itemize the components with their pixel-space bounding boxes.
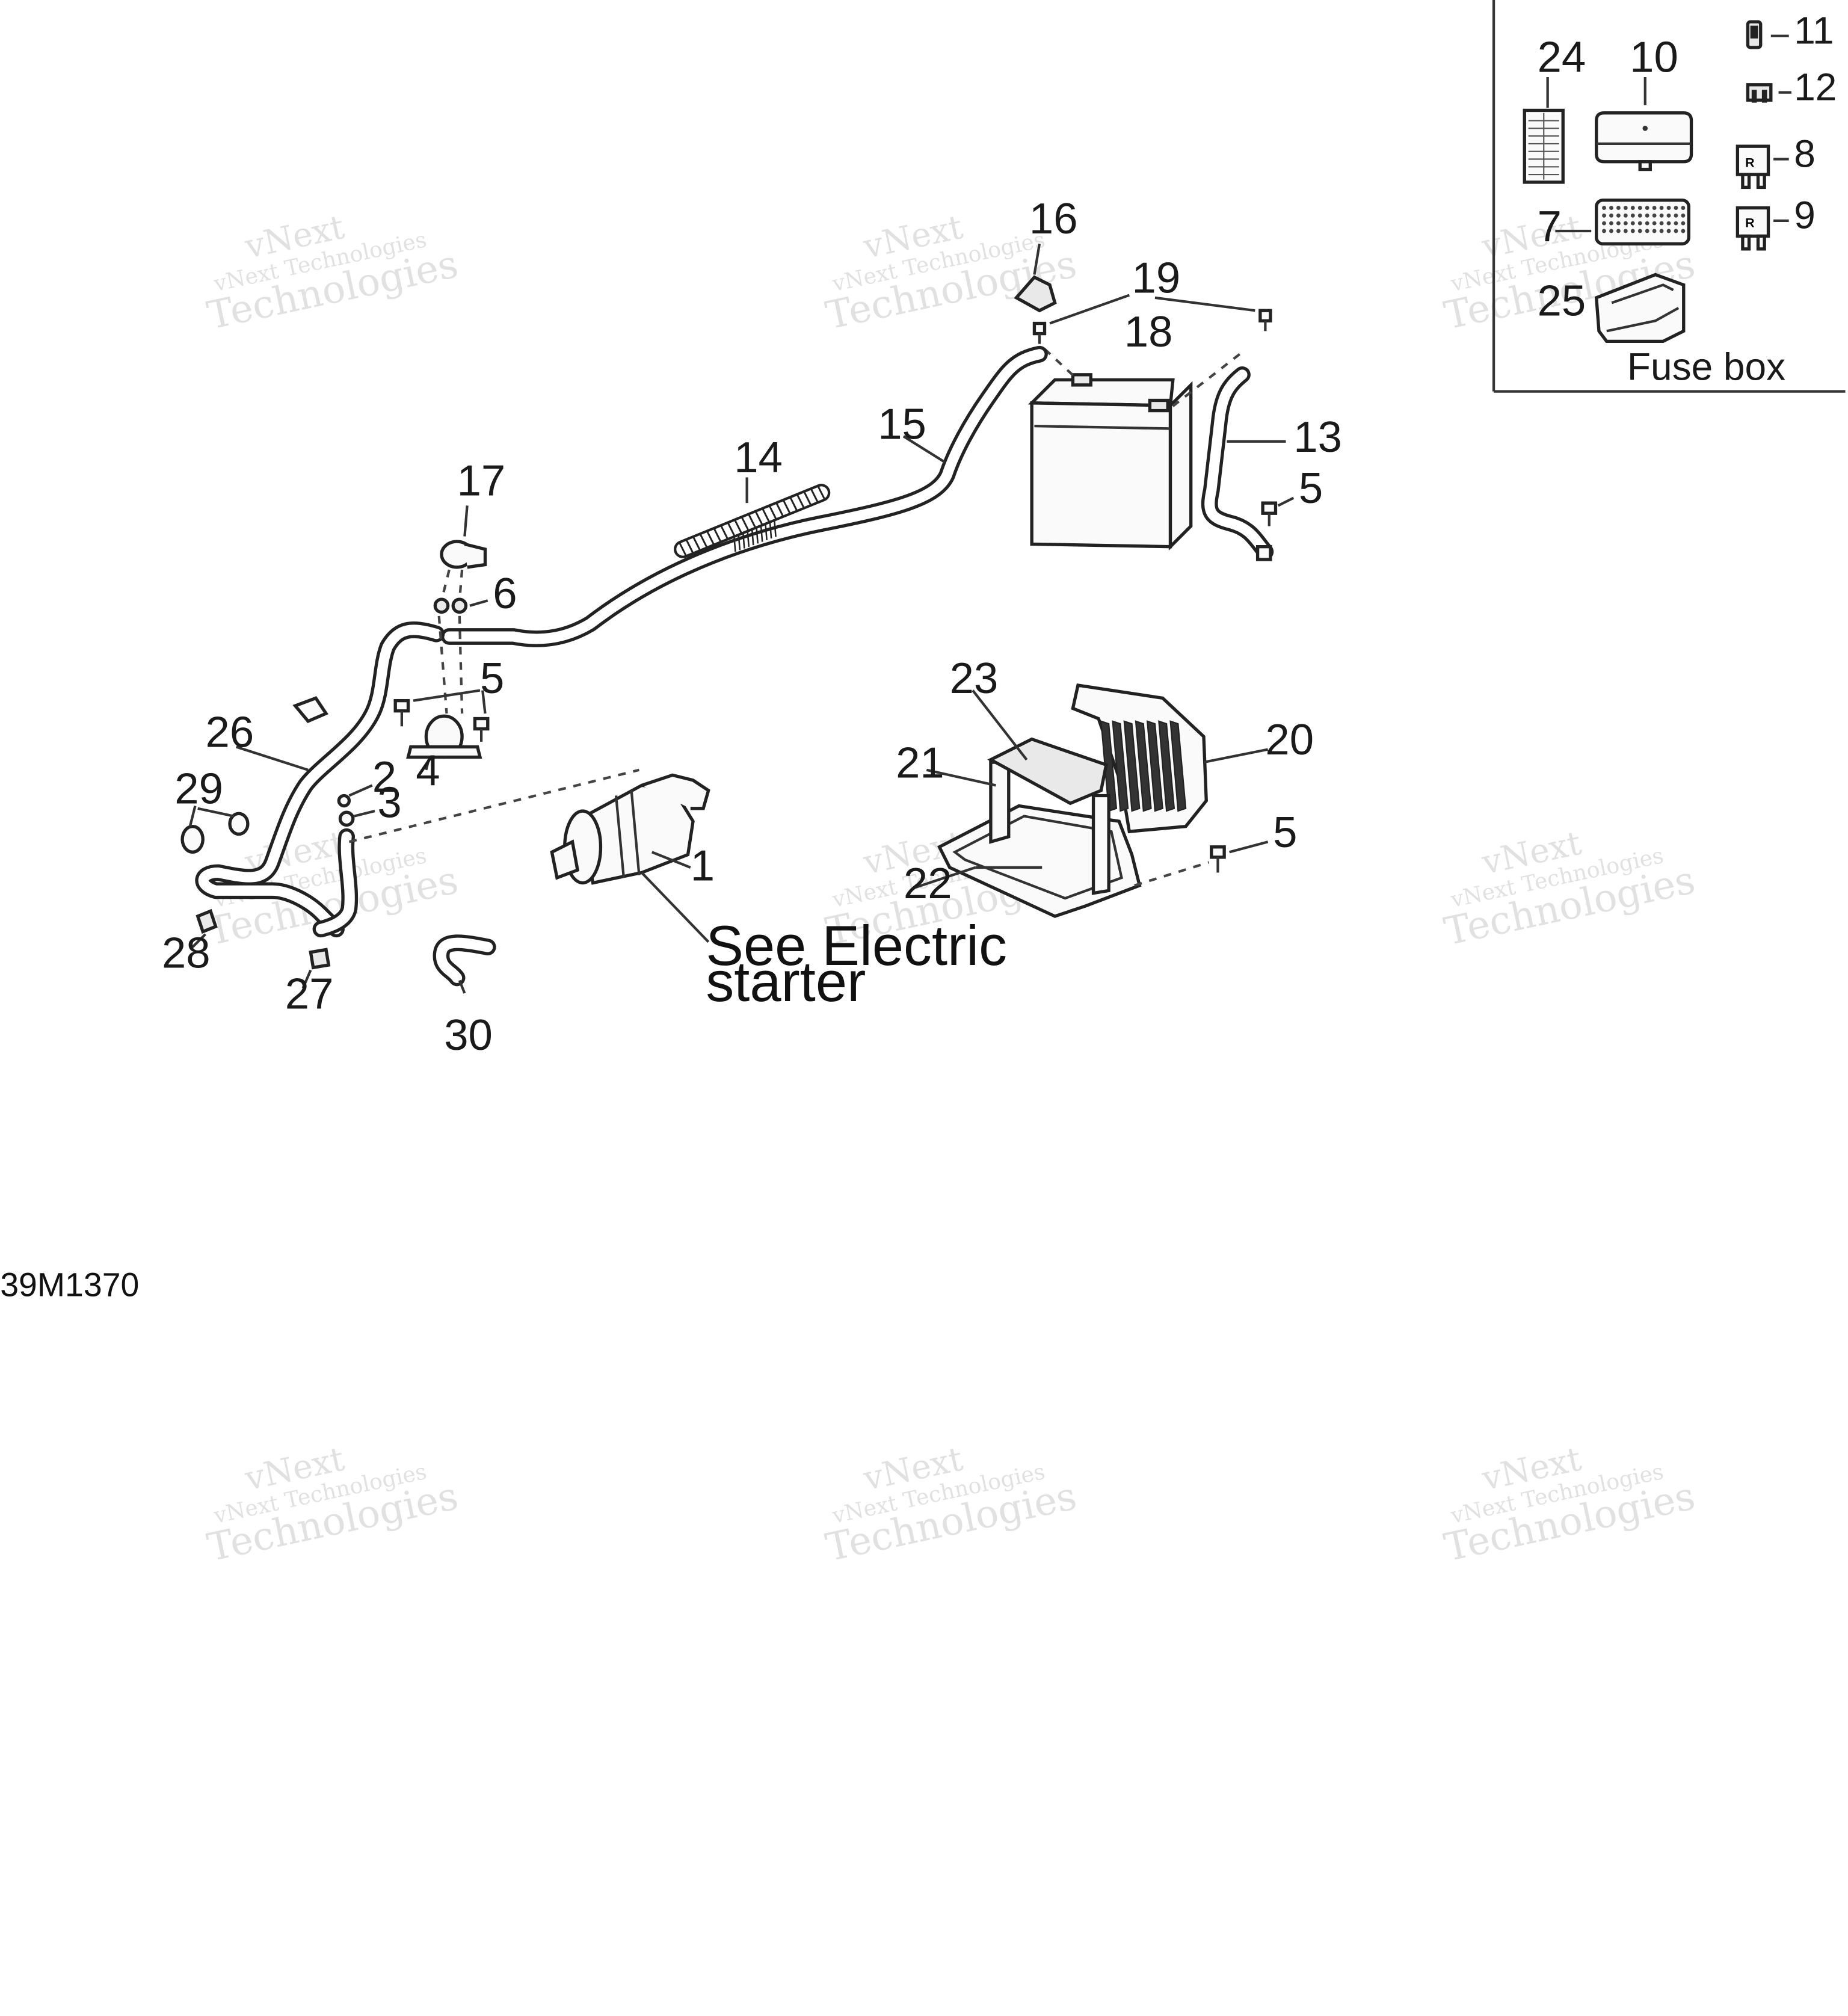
part-21-hold-down-frame bbox=[926, 760, 1110, 895]
part-19-battery-screws bbox=[1032, 294, 1272, 409]
callout-20: 20 bbox=[1265, 715, 1314, 764]
part-4-solenoid bbox=[406, 615, 482, 771]
part-14-conduit bbox=[674, 477, 831, 558]
part-28-clamp bbox=[191, 908, 218, 948]
part-27-clamp bbox=[301, 948, 331, 989]
callout-8: 8 bbox=[1794, 132, 1816, 175]
callout-26: 26 bbox=[205, 707, 254, 756]
drawing-code: 39M1370 bbox=[0, 1266, 139, 1303]
part-17-terminal-cap bbox=[440, 505, 487, 601]
part-8-relay: R bbox=[1736, 144, 1789, 190]
callout-13: 13 bbox=[1293, 413, 1342, 461]
part-18-battery bbox=[1027, 373, 1193, 551]
callout-7: 7 bbox=[1538, 202, 1562, 251]
part-12-mini-fuse bbox=[1746, 83, 1791, 103]
callout-14: 14 bbox=[734, 433, 783, 482]
part-10-fuse-box-cover bbox=[1595, 76, 1693, 171]
part-26-cable bbox=[195, 621, 445, 938]
callout-22: 22 bbox=[904, 859, 952, 908]
part-11-fuse bbox=[1746, 20, 1789, 49]
starter-note-line-2: starter bbox=[706, 950, 866, 1013]
part-30-ground-cable bbox=[433, 934, 496, 994]
part-25-bracket bbox=[1594, 273, 1686, 344]
callout-25: 25 bbox=[1538, 277, 1586, 325]
part-29-cable-clip bbox=[180, 806, 250, 854]
part-24-fuse-label bbox=[1523, 76, 1565, 184]
callout-23: 23 bbox=[950, 654, 999, 703]
callout-5-tray: 5 bbox=[1273, 808, 1297, 857]
part-20-battery-cover bbox=[1071, 683, 1269, 834]
part-5-screws-solenoid bbox=[393, 689, 490, 742]
part-15-positive-cable bbox=[440, 345, 1048, 647]
callout-29: 29 bbox=[174, 764, 223, 813]
part-1-starter-motor bbox=[550, 773, 710, 943]
fuse-box-title: Fuse box bbox=[1627, 345, 1785, 388]
svg-text:R: R bbox=[1745, 216, 1754, 230]
callout-30: 30 bbox=[444, 1011, 493, 1059]
part-13-negative-cable bbox=[1201, 366, 1286, 561]
callout-6: 6 bbox=[493, 569, 517, 618]
callout-28: 28 bbox=[162, 928, 211, 977]
callout-15: 15 bbox=[878, 399, 926, 448]
callout-1: 1 bbox=[691, 841, 715, 890]
callout-5-battery: 5 bbox=[1299, 464, 1323, 513]
callout-12: 12 bbox=[1794, 65, 1837, 108]
callout-11: 11 bbox=[1794, 9, 1834, 52]
part-7-fuse-box-base bbox=[1555, 199, 1690, 245]
callout-10: 10 bbox=[1630, 32, 1678, 81]
callout-27: 27 bbox=[285, 970, 334, 1019]
part-5-screw-a bbox=[1261, 496, 1295, 526]
part-23-hold-down-strap bbox=[972, 689, 1108, 806]
callout-21: 21 bbox=[896, 739, 944, 788]
callout-19: 19 bbox=[1132, 253, 1181, 302]
callout-5-solenoid: 5 bbox=[480, 654, 504, 703]
fuse-box-inset: Fuse box bbox=[1492, 0, 1846, 393]
starter-note-line-1: See Electric bbox=[706, 914, 1007, 977]
callout-4: 4 bbox=[416, 746, 440, 795]
callout-18: 18 bbox=[1124, 307, 1173, 356]
callout-9: 9 bbox=[1794, 194, 1816, 237]
svg-text:R: R bbox=[1745, 155, 1754, 170]
callout-16: 16 bbox=[1029, 194, 1078, 243]
part-26-clip bbox=[292, 696, 329, 723]
callout-3: 3 bbox=[377, 778, 401, 827]
part-6-nuts bbox=[433, 597, 488, 614]
part-16-terminal-cover bbox=[1014, 243, 1057, 313]
part-5-screw-c bbox=[1134, 840, 1269, 887]
callout-17: 17 bbox=[457, 456, 506, 505]
part-2-3-starter-lead bbox=[312, 768, 639, 938]
part-9-relay: R bbox=[1736, 206, 1789, 251]
callout-2: 2 bbox=[372, 753, 396, 801]
callout-24: 24 bbox=[1538, 32, 1586, 81]
